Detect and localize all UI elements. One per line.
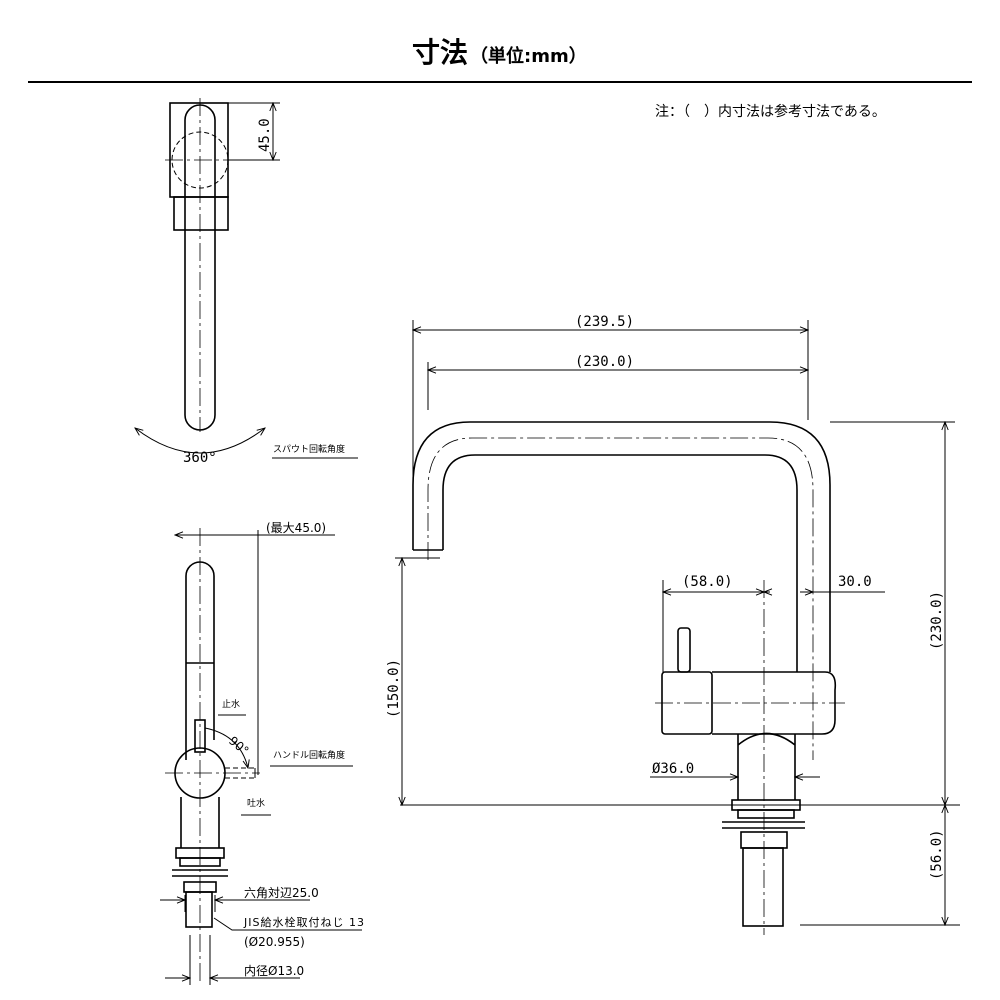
dim-total-height: (230.0) <box>929 591 945 650</box>
hex-width-label: 六角対辺25.0 <box>244 886 319 900</box>
unit-label: （単位:mm） <box>470 45 587 67</box>
stop-water-label: 止水 <box>222 698 240 710</box>
spout-rotation-angle: 360° <box>183 450 217 466</box>
page-title: 寸法 <box>412 36 468 69</box>
dim-max-45: (最大45.0) <box>266 521 326 535</box>
dim-reach-inner: (230.0) <box>575 354 634 370</box>
reference-note: 注：（ ）内寸法は参考寸法である。 <box>655 103 886 120</box>
handle-rotation-label: ハンドル回転角度 <box>273 749 345 761</box>
dim-reach-outer: (239.5) <box>575 314 634 330</box>
top-view: 45.0 360° スパウト回転角度 <box>135 98 358 466</box>
dim-spout-height: (150.0) <box>386 659 402 718</box>
dim-top-45: 45.0 <box>257 118 273 152</box>
front-view: (239.5) (230.0) (230.0) (56.0) (150.0) (… <box>386 314 960 935</box>
discharge-label: 吐水 <box>247 797 265 809</box>
thread-spec-label: JIS給水栓取付ねじ 13 <box>243 915 365 929</box>
dim-spout-offset: 30.0 <box>838 574 872 590</box>
side-view: (最大45.0) 90° 止水 ハンドル回転角度 吐水 六角対辺25.0 JIS… <box>160 521 365 985</box>
spout-rotation-label: スパウト回転角度 <box>273 443 345 455</box>
dim-handle-offset: (58.0) <box>682 574 733 590</box>
dim-below-deck: (56.0) <box>929 829 945 880</box>
handle-angle: 90° <box>226 734 251 758</box>
dim-base-diameter: Ø36.0 <box>652 761 694 777</box>
inner-diameter-label: 内径Ø13.0 <box>244 964 304 978</box>
thread-diameter: (Ø20.955) <box>244 935 305 949</box>
